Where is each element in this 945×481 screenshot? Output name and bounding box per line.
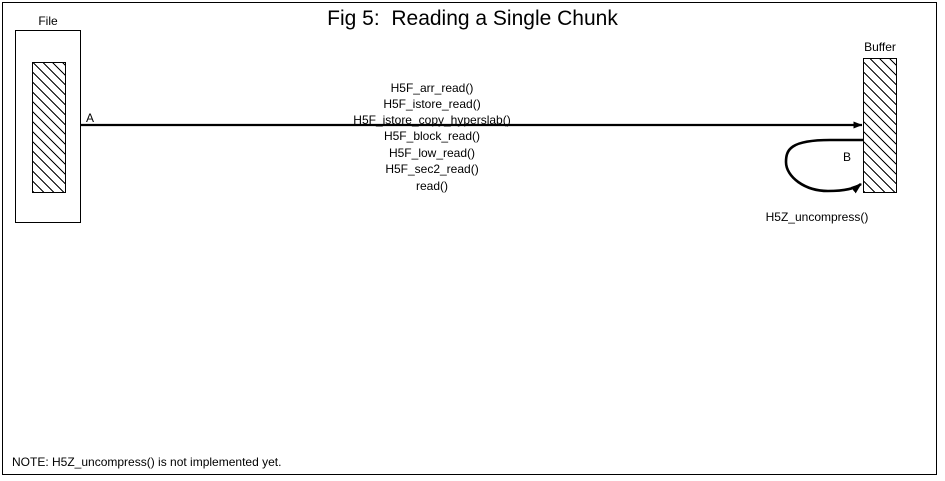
file-chunk-block — [32, 62, 66, 193]
footer-note: NOTE: H5Z_uncompress() is not implemente… — [12, 455, 282, 469]
call-stack-above: H5F_arr_read() H5F_istore_read() H5F_ist… — [232, 80, 632, 128]
loop-label-uncompress: H5Z_uncompress() — [765, 210, 869, 224]
point-label-a: A — [86, 111, 95, 125]
page-title: Fig 5: Reading a Single Chunk — [327, 7, 618, 30]
call-stack-below: H5F_block_read() H5F_low_read() H5F_sec2… — [232, 128, 632, 194]
call-stack-line: read() — [415, 178, 448, 193]
page-border — [2, 2, 937, 475]
call-stack-line: H5F_istore_read() — [383, 97, 481, 111]
call-stack-line: H5F_istore_copy_hyperslab() — [353, 113, 511, 127]
call-stack-line: H5F_sec2_read() — [385, 162, 479, 176]
buffer-label: Buffer — [864, 40, 896, 54]
buffer-block — [863, 58, 897, 193]
file-label: File — [38, 14, 58, 28]
point-label-b: B — [843, 150, 852, 164]
call-stack-line: H5F_low_read() — [388, 145, 476, 160]
call-stack-line: H5F_block_read() — [383, 129, 481, 143]
call-stack-line: H5F_arr_read() — [390, 81, 474, 95]
